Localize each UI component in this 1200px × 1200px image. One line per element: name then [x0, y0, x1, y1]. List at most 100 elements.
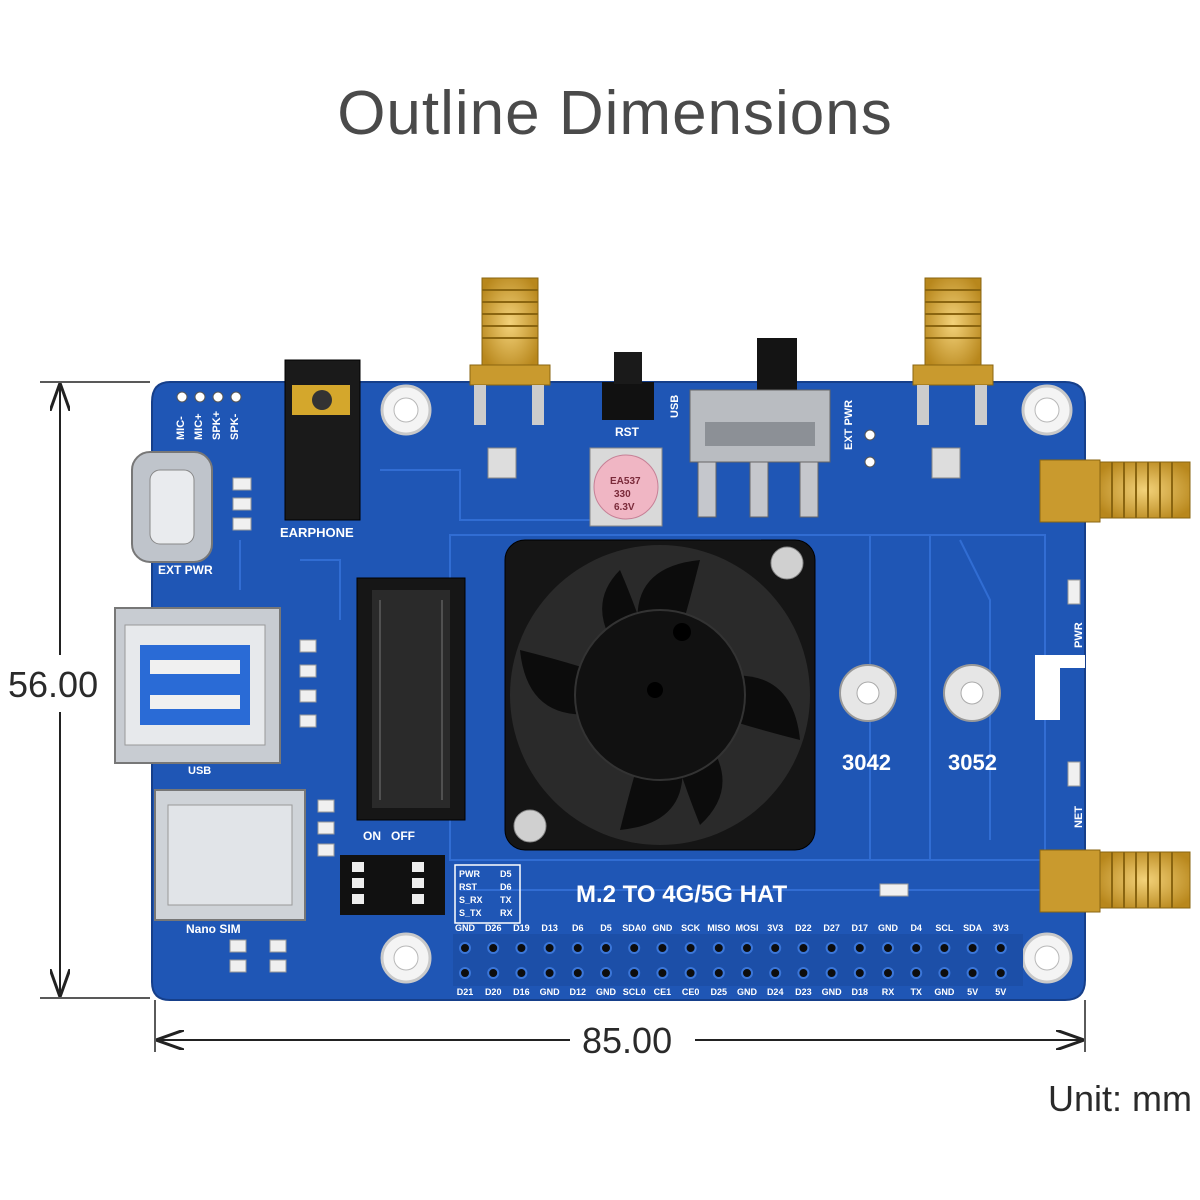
- gpio-top-label: GND: [652, 923, 673, 933]
- gpio-top-label: D4: [910, 923, 922, 933]
- gpio-pin: [515, 967, 528, 979]
- led-table-cell: PWR: [459, 869, 480, 879]
- gpio-pin: [910, 967, 923, 979]
- gpio-pin: [487, 942, 500, 954]
- board-name-label: M.2 TO 4G/5G HAT: [576, 881, 787, 908]
- gpio-pin: [853, 967, 866, 979]
- audio-pin-label-2: SPK+: [211, 411, 223, 440]
- gpio-top-label: D19: [513, 923, 530, 933]
- gpio-pin: [712, 942, 725, 954]
- gpio-top-label: 3V3: [767, 923, 783, 933]
- led-table-cell: S_RX: [459, 895, 483, 905]
- ext-pwr-usbc-label: EXT PWR: [158, 563, 213, 577]
- nano-sim-label: Nano SIM: [186, 922, 241, 936]
- gpio-bottom-label: 5V: [995, 987, 1006, 997]
- gpio-pin: [656, 942, 669, 954]
- gpio-bottom-label: D18: [852, 987, 869, 997]
- led-table-cell: D5: [500, 869, 512, 879]
- usb-port-label: USB: [188, 765, 211, 777]
- gpio-top-label: D26: [485, 923, 502, 933]
- gpio-pin: [994, 967, 1007, 979]
- gpio-bottom-label: D23: [795, 987, 812, 997]
- gpio-pin: [797, 942, 810, 954]
- gpio-pin: [741, 967, 753, 979]
- gpio-bottom-label: D16: [513, 987, 530, 997]
- gpio-pin: [656, 967, 669, 979]
- gpio-pin: [571, 967, 584, 979]
- gpio-top-label: D13: [541, 923, 558, 933]
- gpio-pin: [882, 942, 894, 954]
- height-dimension: [40, 381, 150, 999]
- gpio-bottom-label: CE1: [654, 987, 672, 997]
- gpio-top-label: SDA0: [622, 923, 646, 933]
- gpio-pin: [882, 967, 894, 979]
- pwr-led-label: PWR: [1073, 622, 1085, 648]
- gpio-pin: [853, 942, 866, 954]
- gpio-bottom-label: D24: [767, 987, 784, 997]
- gpio-pin: [515, 942, 528, 954]
- net-led-label: NET: [1073, 806, 1085, 828]
- audio-pin-label-0: MIC-: [175, 416, 187, 440]
- gpio-pin: [543, 967, 556, 979]
- gpio-bottom-label: GND: [934, 987, 955, 997]
- dip-switch: [340, 855, 445, 915]
- sma-antenna-right-upper: [1039, 459, 1191, 523]
- audio-pin-holes: [176, 391, 876, 468]
- gpio-top-label: SCL: [935, 923, 954, 933]
- gpio-top-label: GND: [878, 923, 899, 933]
- audio-pin-label-3: SPK-: [229, 413, 241, 440]
- ext-pwr-slide-switch: [689, 338, 831, 518]
- gpio-top-label: D6: [572, 923, 584, 933]
- gpio-pin: [684, 967, 697, 979]
- earphone-jack: [284, 359, 361, 521]
- smd-pads: [229, 477, 1081, 973]
- capacitor-text-2: 6.3V: [614, 502, 635, 513]
- gpio-pin: [741, 942, 753, 954]
- width-dimension: [154, 1000, 1086, 1052]
- gpio-pin: [459, 942, 471, 954]
- gpio-top-label: D5: [600, 923, 612, 933]
- m2-connector: [356, 577, 466, 821]
- gpio-bottom-label: TX: [910, 987, 922, 997]
- gpio-bottom-label: CE0: [682, 987, 700, 997]
- page-title: Outline Dimensions: [337, 79, 893, 148]
- gpio-bottom-label: GND: [737, 987, 758, 997]
- sma-antenna-top-right: [912, 277, 994, 479]
- on-off-label: ON OFF: [363, 829, 415, 843]
- gpio-pin: [628, 942, 641, 954]
- gpio-pin: [825, 942, 838, 954]
- capacitor: [589, 447, 663, 527]
- gpio-top-label: D27: [823, 923, 840, 933]
- gpio-pin: [938, 942, 951, 954]
- height-dimension-label: 56.00: [0, 664, 107, 706]
- led-table-cell: TX: [500, 895, 512, 905]
- gpio-top-label: MISO: [707, 923, 730, 933]
- gpio-pin: [825, 967, 838, 979]
- gpio-bottom-label: D20: [485, 987, 502, 997]
- gpio-pin: [910, 942, 923, 954]
- gpio-pin: [628, 967, 641, 979]
- board-slot: [1035, 655, 1085, 720]
- hole-3052-label: 3052: [948, 750, 997, 775]
- earphone-label: EARPHONE: [280, 525, 354, 540]
- nano-sim-slot: [154, 789, 306, 921]
- led-table-cell: S_TX: [459, 908, 482, 918]
- gpio-bottom-label: D12: [570, 987, 587, 997]
- gpio-pin: [712, 967, 725, 979]
- gpio-pin: [487, 967, 500, 979]
- ext-pwr-switch-label: EXT PWR: [843, 400, 855, 450]
- gpio-top-label: D22: [795, 923, 812, 933]
- width-dimension-label: 85.00: [574, 1020, 681, 1062]
- gpio-bottom-label: D21: [457, 987, 474, 997]
- reset-button: [602, 352, 654, 420]
- usb-a-port: [114, 607, 281, 764]
- gpio-pin: [684, 942, 697, 954]
- gpio-pin: [571, 942, 584, 954]
- gpio-top-label: D17: [852, 923, 869, 933]
- gpio-bottom-label: RX: [882, 987, 895, 997]
- gpio-pin: [459, 967, 471, 979]
- gpio-header: [453, 934, 1023, 986]
- audio-pin-label-1: MIC+: [193, 413, 205, 440]
- gpio-bottom-label: SCL0: [623, 987, 646, 997]
